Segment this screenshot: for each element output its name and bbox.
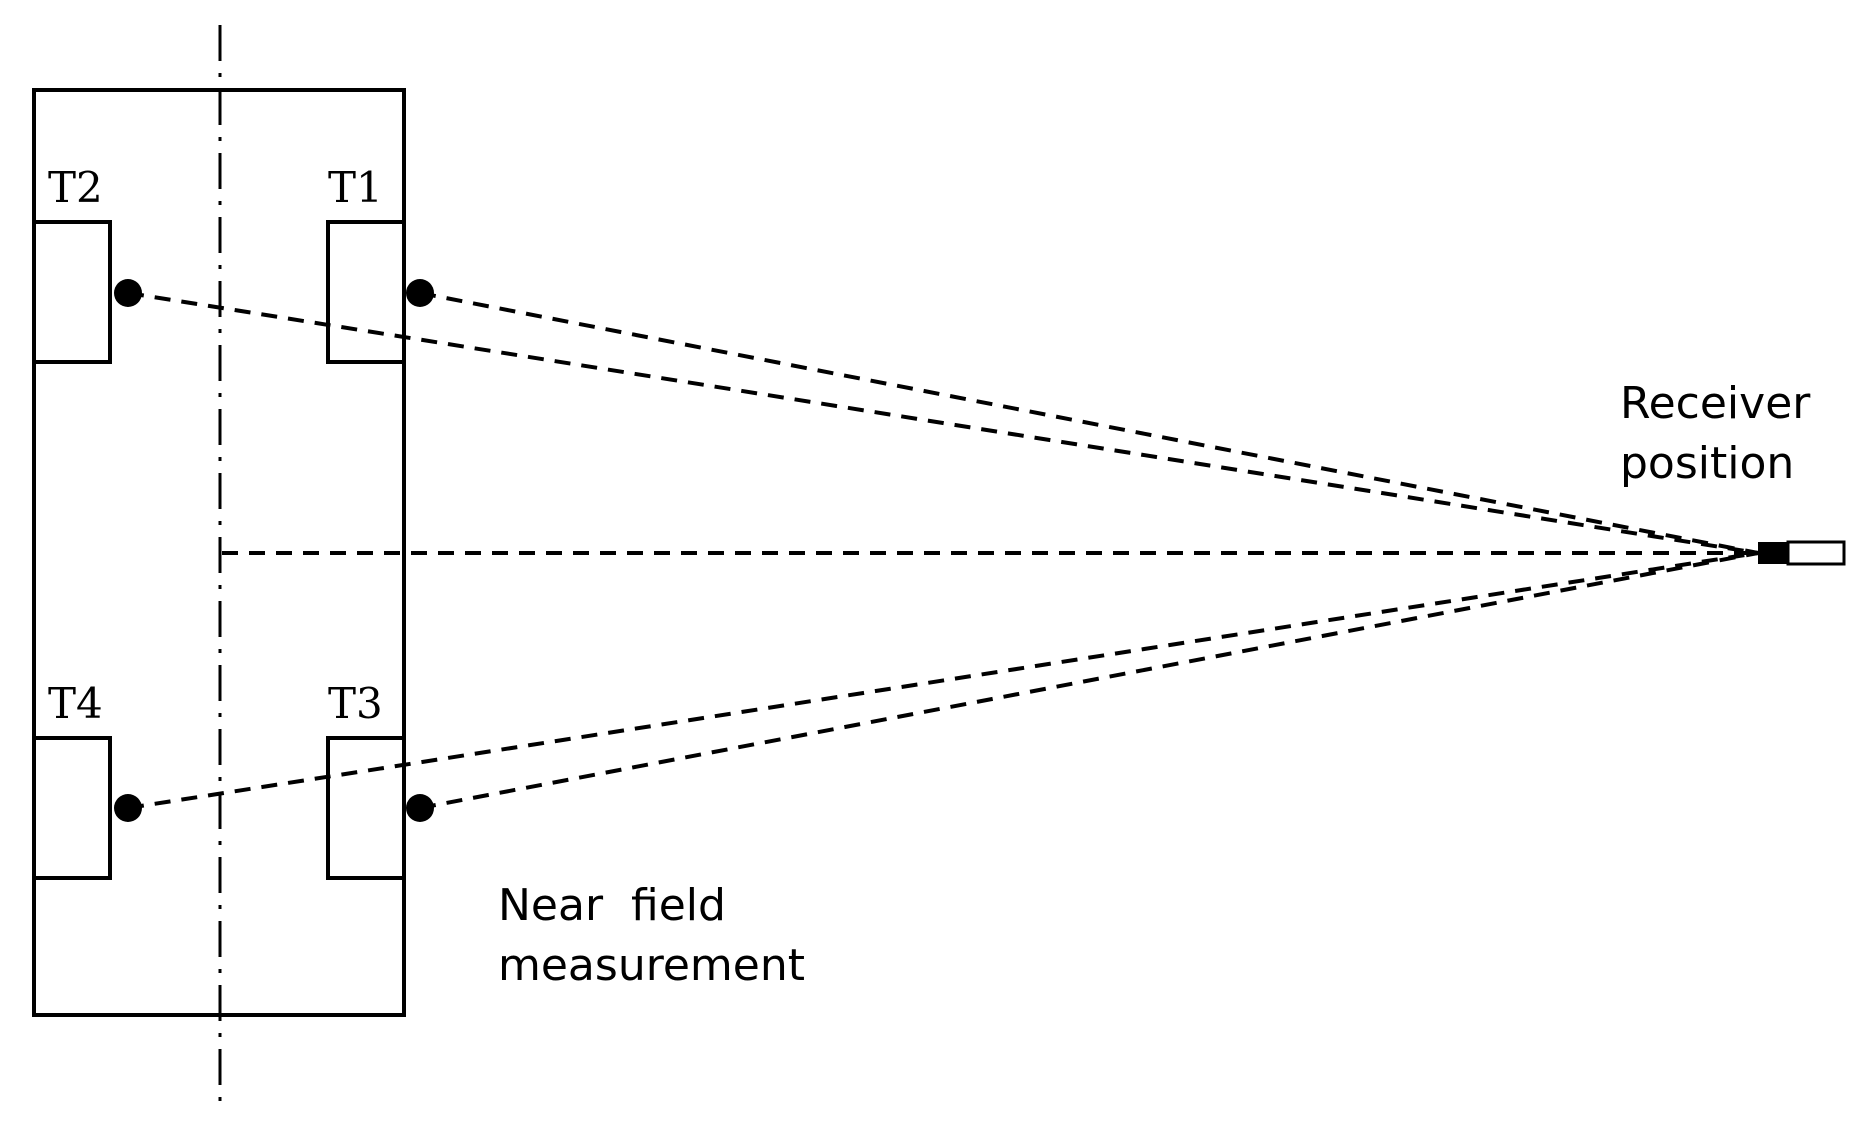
path-t1-receiver — [419, 291, 1759, 555]
receiver-microphone-icon — [1758, 540, 1846, 566]
tire-label-t3: T3 — [328, 679, 383, 728]
path-t3-receiver — [419, 551, 1759, 810]
tire-label-t2: T2 — [48, 163, 103, 212]
near-field-label-line2: measurement — [498, 940, 805, 991]
tire-t2 — [32, 220, 112, 364]
tire-label-t1: T1 — [328, 163, 383, 212]
receiver-label-line2: position — [1620, 438, 1794, 489]
point-t4 — [114, 794, 142, 822]
point-t2 — [114, 279, 142, 307]
receiver-label-line1: Receiver — [1620, 378, 1811, 429]
point-t1 — [406, 279, 434, 307]
near-field-label-line1: Near field — [498, 880, 726, 931]
point-t3 — [406, 794, 434, 822]
tire-t1 — [326, 220, 406, 364]
tire-t4 — [32, 736, 112, 880]
path-t4-receiver — [127, 551, 1759, 810]
path-t2-receiver — [127, 291, 1759, 555]
tire-label-t4: T4 — [48, 679, 103, 728]
tire-t3 — [326, 736, 406, 880]
